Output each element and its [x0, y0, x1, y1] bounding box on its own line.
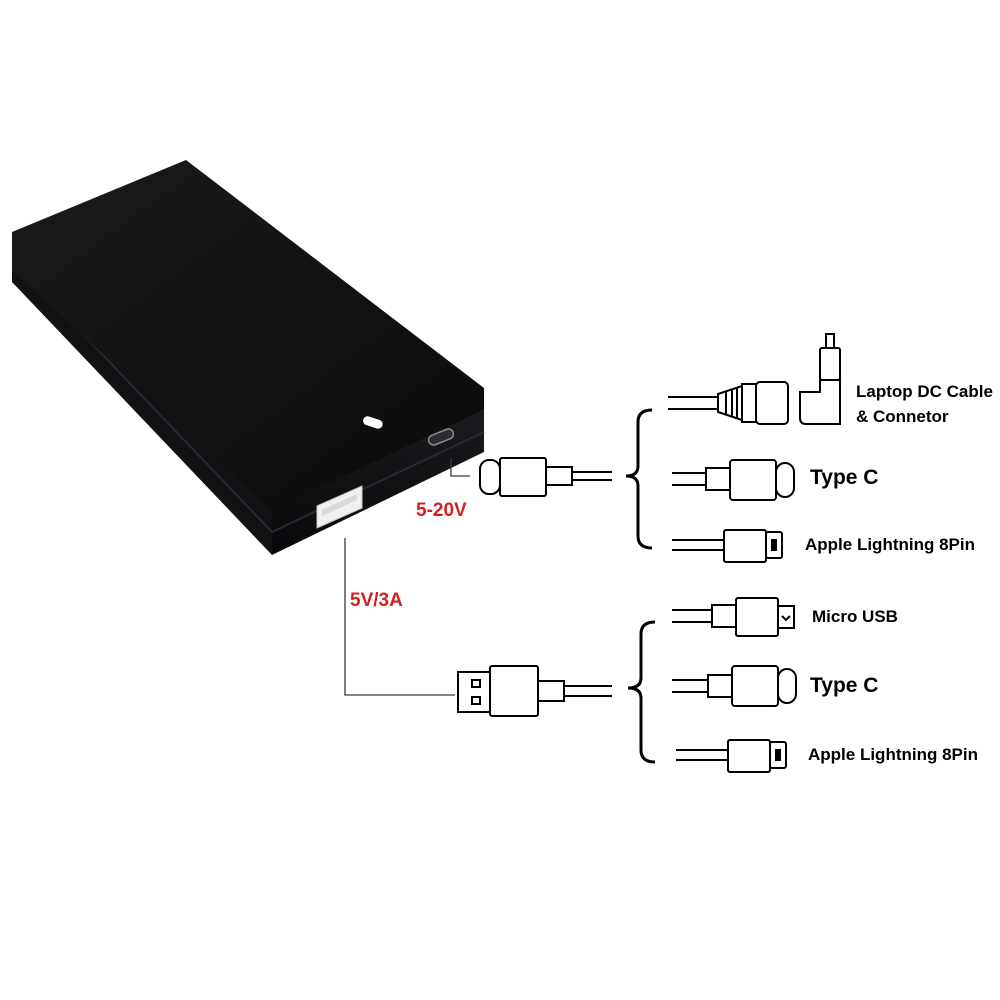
lightning-plug-top-icon — [672, 529, 783, 563]
dc-output-leader-line — [450, 458, 470, 477]
top-brace — [625, 408, 653, 550]
type-c-plug-bottom-icon — [672, 665, 797, 707]
usb-output-voltage-label: 5V/3A — [350, 590, 403, 611]
usb-output-leader-line — [344, 538, 455, 696]
laptop-dc-tip-icon — [799, 333, 841, 425]
device-seam-line-front — [271, 431, 485, 533]
type-c-plug-top-icon — [672, 459, 795, 501]
laptop-dc-label-line2: & Connetor — [856, 407, 949, 426]
status-led — [363, 416, 383, 429]
usb-a-port — [316, 485, 363, 529]
lightning-bottom-label: Apple Lightning 8Pin — [808, 745, 978, 764]
usb-type-c-plug-icon — [479, 457, 612, 497]
micro-usb-plug-icon — [672, 597, 795, 637]
type-c-bottom-label: Type C — [810, 674, 879, 697]
laptop-dc-cable-icon — [668, 381, 789, 425]
power-bank-icon — [12, 160, 485, 555]
lightning-top-label: Apple Lightning 8Pin — [805, 535, 975, 554]
dc-output-voltage-label: 5-20V — [416, 500, 467, 521]
bottom-brace — [627, 620, 656, 764]
usb-c-port — [427, 428, 455, 446]
usb-a-plug-icon — [457, 665, 612, 717]
type-c-top-label: Type C — [810, 466, 879, 489]
laptop-dc-label-line1: Laptop DC Cable — [856, 382, 993, 401]
micro-usb-label: Micro USB — [812, 607, 898, 626]
lightning-plug-bottom-icon — [676, 739, 787, 773]
